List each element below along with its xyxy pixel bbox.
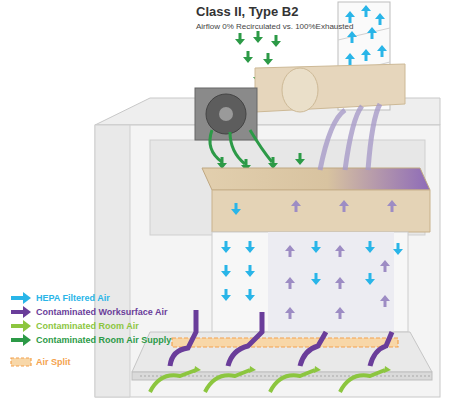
blower-housing: [282, 68, 318, 112]
worksurface-arrow: [285, 307, 295, 319]
hepa-arrow: [361, 5, 371, 17]
hepa-arrow: [393, 243, 403, 255]
hepa-arrow: [347, 31, 357, 43]
legend-swatch-frame: [10, 355, 32, 369]
supply-flow: [210, 130, 222, 162]
room-air-flow: [205, 370, 250, 392]
supply-arrow: [253, 31, 263, 43]
hepa-arrow: [377, 45, 387, 57]
legend-swatch-frame: [10, 305, 32, 319]
worksurface-arrow: [285, 277, 295, 289]
supply-arrow: [217, 157, 227, 169]
supply-flow: [230, 132, 245, 164]
worksurface-flow: [370, 332, 392, 366]
hepa-arrow: [245, 289, 255, 301]
subtitle: Airflow 0% Recirculated vs. 100%Exhauste…: [196, 22, 353, 31]
work-area: [212, 232, 408, 332]
worksurface-arrow: [335, 277, 345, 289]
legend-swatch: [11, 306, 31, 318]
worksurface-arrow: [335, 245, 345, 257]
legend-label: Contaminated Worksurface Air: [36, 305, 168, 319]
legend-swatch: [11, 358, 31, 366]
worksurface-flow: [228, 312, 262, 366]
hepa-arrow: [245, 265, 255, 277]
hepa-arrow: [365, 241, 375, 253]
supply-arrow: [295, 153, 305, 165]
supply-arrow: [268, 157, 278, 169]
legend-swatch-frame: [10, 319, 32, 333]
hepa-arrow: [245, 241, 255, 253]
hepa-arrow: [311, 241, 321, 253]
fan-hub: [219, 107, 233, 121]
cabinet-body: [95, 125, 440, 397]
room-air-flow: [150, 370, 196, 392]
exhaust-flow: [320, 104, 380, 170]
supply-duct: [255, 64, 405, 112]
hepa-arrow: [345, 11, 355, 23]
legend-swatch: [11, 292, 31, 304]
hepa-arrow: [221, 265, 231, 277]
legend-label: Contaminated Room Air: [36, 319, 139, 333]
legend-swatch: [11, 320, 31, 332]
hepa-arrow: [221, 241, 231, 253]
worksurface-flow: [300, 332, 326, 366]
rear-plenum: [268, 232, 394, 332]
hepa-arrow: [231, 203, 241, 215]
worksurface-arrow: [380, 260, 390, 272]
supply-arrow: [263, 53, 273, 65]
air-split-zone: [172, 338, 398, 347]
supply-arrow: [235, 33, 245, 45]
legend-swatch-frame: [10, 291, 32, 305]
supply-arrow: [243, 51, 253, 63]
plenum: [212, 190, 430, 232]
hepa-arrow: [361, 49, 371, 61]
hepa-arrow: [365, 273, 375, 285]
legend-label: Contaminated Room Air Supply: [36, 333, 171, 347]
room-air-arrowhead: [194, 366, 391, 373]
worksurface-flow: [170, 310, 196, 366]
worksurface-arrow: [339, 200, 349, 212]
hepa-arrow: [311, 273, 321, 285]
supply-flow: [250, 130, 272, 162]
legend-label: HEPA Filtered Air: [36, 291, 110, 305]
room-air-flow: [270, 370, 315, 392]
legend-label: Air Split: [36, 355, 71, 369]
hepa-arrow: [221, 289, 231, 301]
worksurface-arrow: [291, 200, 301, 212]
hepa-filter: [202, 168, 430, 190]
room-air-flow: [340, 370, 385, 392]
legend-swatch-frame: [10, 333, 32, 347]
blower-fan: [206, 94, 246, 134]
supply-arrow: [271, 35, 281, 47]
worksurface-arrow: [335, 307, 345, 319]
hepa-arrow: [375, 13, 385, 25]
blower-box: [195, 88, 257, 140]
cabinet-side: [95, 125, 130, 397]
hepa-arrow: [367, 27, 377, 39]
worksurface-arrow: [387, 200, 397, 212]
diagram-title: Class II, Type B2: [196, 4, 298, 19]
legend-swatch: [11, 334, 31, 346]
hepa-arrow: [345, 53, 355, 65]
worksurface-arrow: [380, 295, 390, 307]
worksurface-arrow: [285, 245, 295, 257]
